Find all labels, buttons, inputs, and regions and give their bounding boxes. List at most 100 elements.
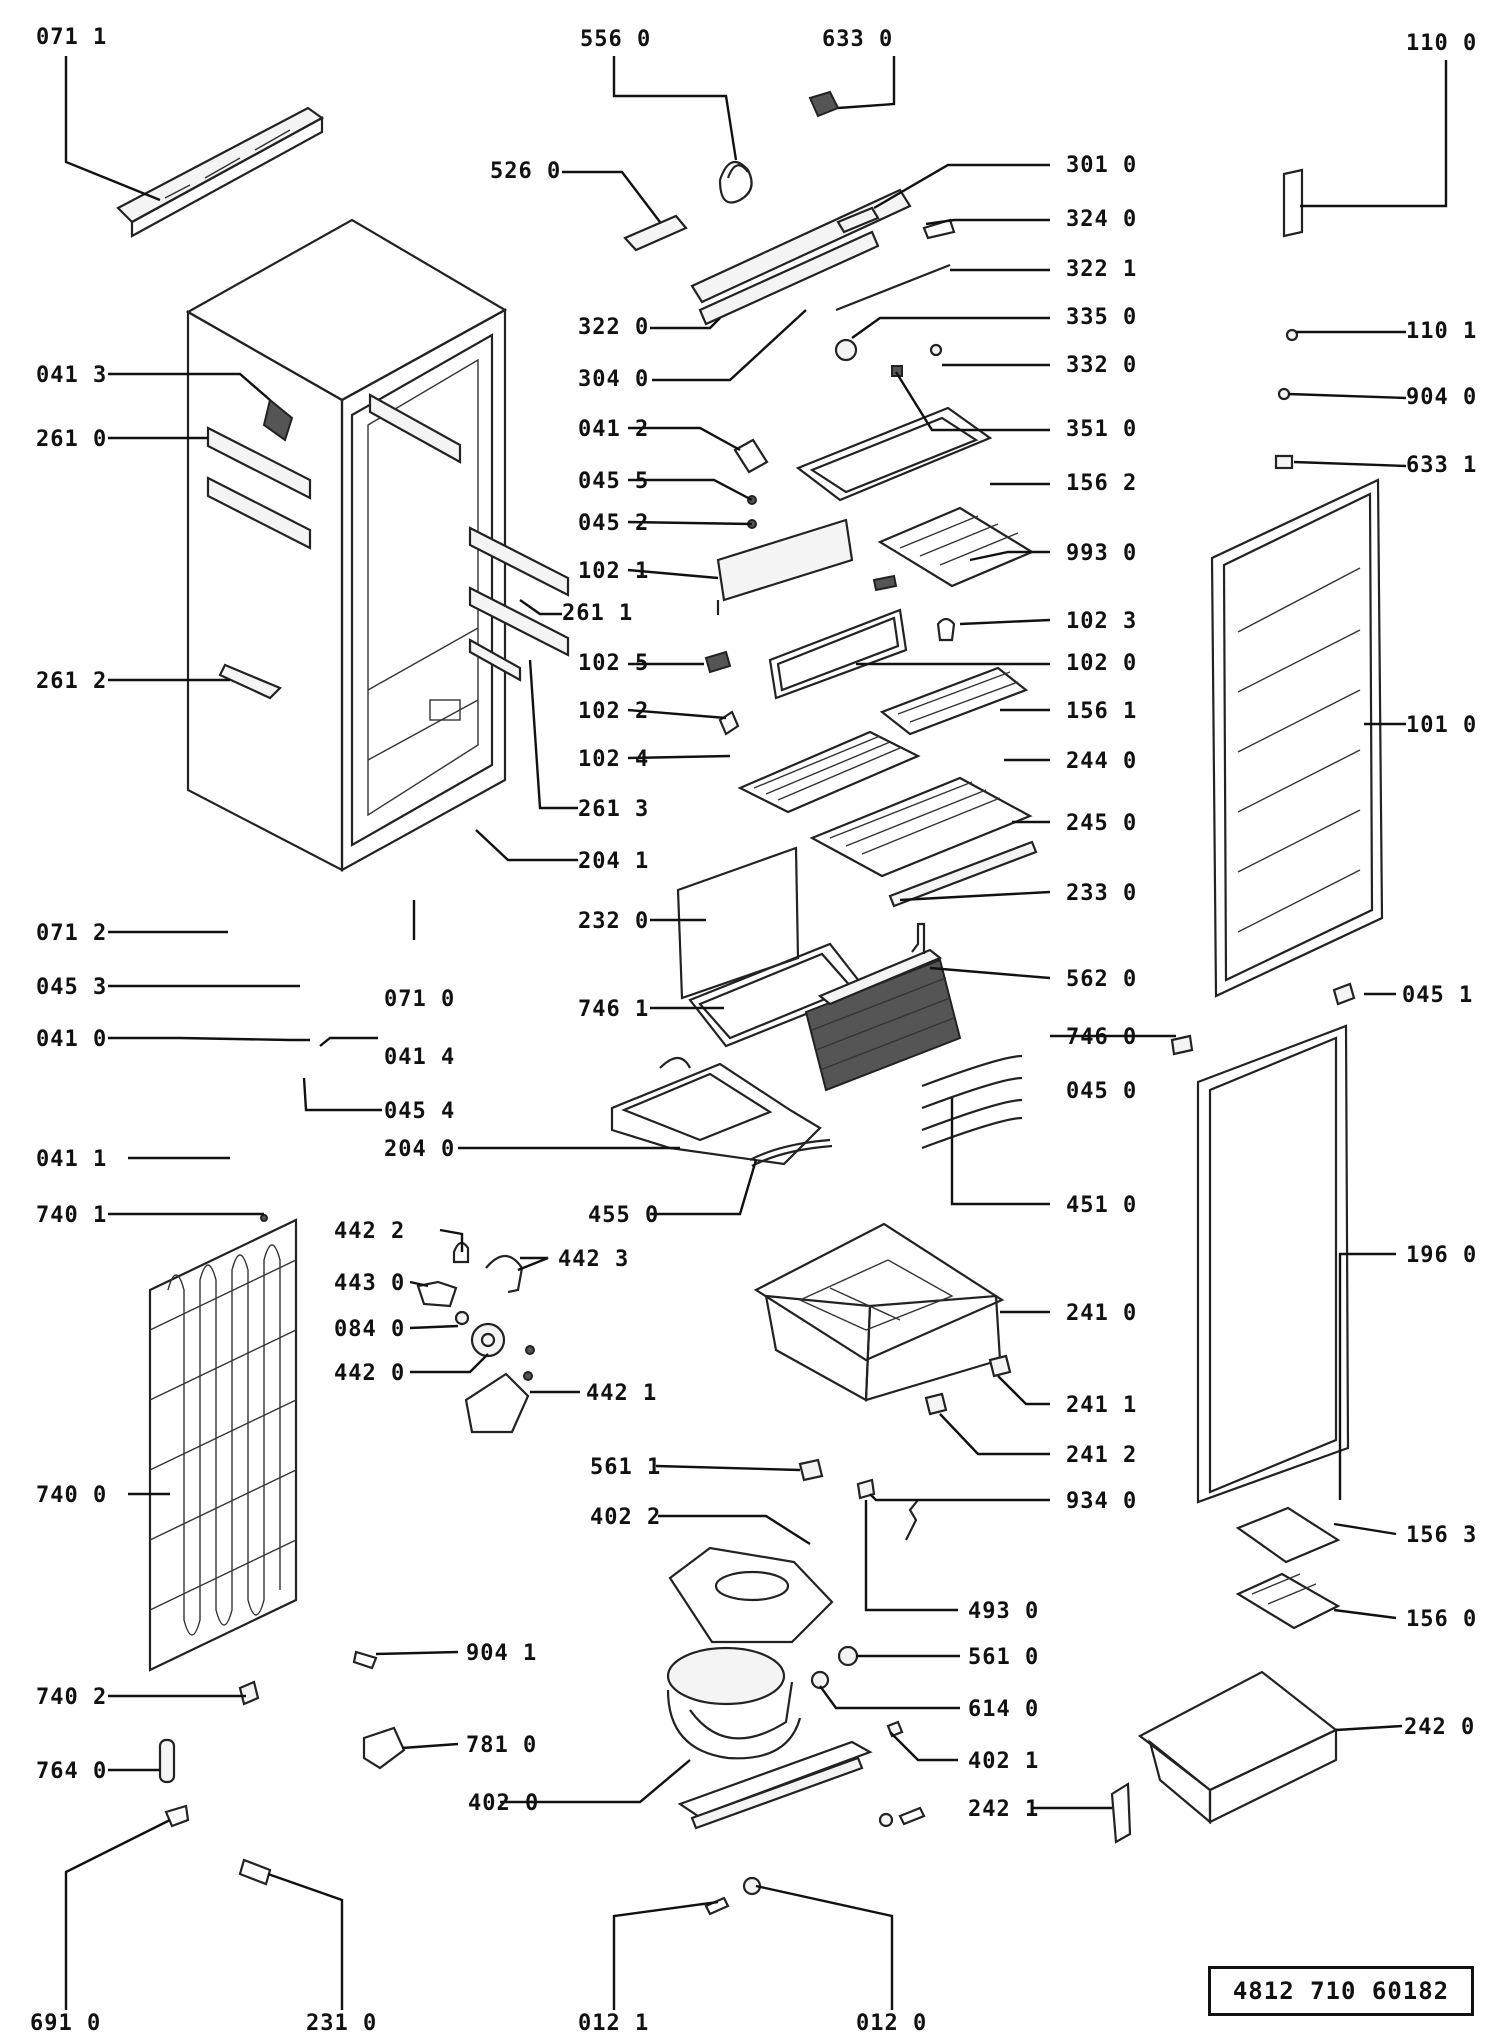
part-label: 071 1 bbox=[36, 25, 107, 50]
part-top-assembly bbox=[623, 90, 1304, 470]
part-label: 156 3 bbox=[1406, 1523, 1477, 1548]
part-label: 045 5 bbox=[578, 469, 649, 494]
document-number: 4812 710 60182 bbox=[1208, 1966, 1474, 2016]
part-label: 071 0 bbox=[384, 987, 455, 1012]
part-label: 561 1 bbox=[590, 1455, 661, 1480]
part-label: 442 0 bbox=[334, 1361, 405, 1386]
part-label: 241 2 bbox=[1066, 1443, 1137, 1468]
part-lower-bins bbox=[1110, 1506, 1341, 1844]
part-label: 012 1 bbox=[578, 2011, 649, 2036]
part-label: 241 0 bbox=[1066, 1301, 1137, 1326]
part-071-1-trim-strip bbox=[116, 106, 325, 238]
part-label: 443 0 bbox=[334, 1271, 405, 1296]
part-101-0-door bbox=[1210, 478, 1384, 998]
part-label: 740 1 bbox=[36, 1203, 107, 1228]
part-label: 204 1 bbox=[578, 849, 649, 874]
part-196-0-gasket bbox=[1196, 1024, 1350, 1504]
part-label: 740 2 bbox=[36, 1685, 107, 1710]
part-label: 156 0 bbox=[1406, 1607, 1477, 1632]
part-label: 156 2 bbox=[1066, 471, 1137, 496]
part-label: 934 0 bbox=[1066, 1489, 1137, 1514]
part-label: 764 0 bbox=[36, 1759, 107, 1784]
part-label: 204 0 bbox=[384, 1137, 455, 1162]
part-label: 781 0 bbox=[466, 1733, 537, 1758]
part-label: 102 3 bbox=[1066, 609, 1137, 634]
leader-lines bbox=[64, 56, 1448, 2010]
part-label: 233 0 bbox=[1066, 881, 1137, 906]
part-label: 045 3 bbox=[36, 975, 107, 1000]
part-label: 904 1 bbox=[466, 1641, 537, 1666]
part-label: 101 0 bbox=[1406, 713, 1477, 738]
part-label: 110 1 bbox=[1406, 319, 1477, 344]
part-label: 102 2 bbox=[578, 699, 649, 724]
part-740-0-condenser bbox=[148, 1214, 298, 1886]
part-label: 041 3 bbox=[36, 363, 107, 388]
part-label: 746 1 bbox=[578, 997, 649, 1022]
part-label: 402 0 bbox=[468, 1791, 539, 1816]
part-label: 245 0 bbox=[1066, 811, 1137, 836]
part-label: 322 1 bbox=[1066, 257, 1137, 282]
part-label: 261 1 bbox=[562, 601, 633, 626]
part-label: 102 5 bbox=[578, 651, 649, 676]
part-label: 241 1 bbox=[1066, 1393, 1137, 1418]
part-label: 904 0 bbox=[1406, 385, 1477, 410]
part-label: 304 0 bbox=[578, 367, 649, 392]
part-label: 231 0 bbox=[306, 2011, 377, 2036]
part-label: 045 1 bbox=[1402, 983, 1473, 1008]
part-label: 244 0 bbox=[1066, 749, 1137, 774]
part-label: 614 0 bbox=[968, 1697, 1039, 1722]
part-label: 451 0 bbox=[1066, 1193, 1137, 1218]
part-evaporator bbox=[610, 846, 1356, 1167]
part-label: 493 0 bbox=[968, 1599, 1039, 1624]
part-label: 455 0 bbox=[588, 1203, 659, 1228]
part-label: 102 0 bbox=[1066, 651, 1137, 676]
part-label: 442 2 bbox=[334, 1219, 405, 1244]
part-label: 045 2 bbox=[578, 511, 649, 536]
part-label: 041 2 bbox=[578, 417, 649, 442]
part-label: 196 0 bbox=[1406, 1243, 1477, 1268]
part-label: 746 0 bbox=[1066, 1025, 1137, 1050]
part-thermostat-group bbox=[416, 1241, 535, 1434]
part-label: 740 0 bbox=[36, 1483, 107, 1508]
part-cabinet bbox=[185, 218, 570, 872]
part-label: 261 2 bbox=[36, 669, 107, 694]
part-label: 110 0 bbox=[1406, 31, 1477, 56]
part-label: 442 1 bbox=[586, 1381, 657, 1406]
part-label: 402 2 bbox=[590, 1505, 661, 1530]
part-label: 012 0 bbox=[856, 2011, 927, 2036]
part-label: 102 1 bbox=[578, 559, 649, 584]
part-label: 562 0 bbox=[1066, 967, 1137, 992]
part-label: 691 0 bbox=[30, 2011, 101, 2036]
part-label: 045 4 bbox=[384, 1099, 455, 1124]
part-shelves bbox=[737, 730, 1038, 908]
part-compressor-group bbox=[352, 1458, 926, 1916]
part-label: 402 1 bbox=[968, 1749, 1039, 1774]
part-label: 045 0 bbox=[1066, 1079, 1137, 1104]
part-label: 335 0 bbox=[1066, 305, 1137, 330]
part-label: 041 0 bbox=[36, 1027, 107, 1052]
part-label: 442 3 bbox=[558, 1247, 629, 1272]
part-label: 041 1 bbox=[36, 1147, 107, 1172]
part-label: 071 2 bbox=[36, 921, 107, 946]
part-label: 993 0 bbox=[1066, 541, 1137, 566]
part-label: 041 4 bbox=[384, 1045, 455, 1070]
part-241-0-crisper-drawer bbox=[753, 1222, 1012, 1416]
part-label: 301 0 bbox=[1066, 153, 1137, 178]
part-drawings bbox=[116, 90, 1384, 1916]
part-label: 526 0 bbox=[490, 159, 561, 184]
part-labels: 071 1 556 0 633 0 110 0 526 0 301 0 324 … bbox=[30, 25, 1477, 2036]
part-freezer-components bbox=[704, 406, 1035, 736]
part-label: 561 0 bbox=[968, 1645, 1039, 1670]
part-label: 232 0 bbox=[578, 909, 649, 934]
part-label: 324 0 bbox=[1066, 207, 1137, 232]
part-label: 633 1 bbox=[1406, 453, 1477, 478]
part-label: 556 0 bbox=[580, 27, 651, 52]
part-label: 261 0 bbox=[36, 427, 107, 452]
part-label: 322 0 bbox=[578, 315, 649, 340]
part-label: 102 4 bbox=[578, 747, 649, 772]
part-label: 261 3 bbox=[578, 797, 649, 822]
part-label: 156 1 bbox=[1066, 699, 1137, 724]
part-label: 242 0 bbox=[1404, 1715, 1475, 1740]
part-label: 242 1 bbox=[968, 1797, 1039, 1822]
